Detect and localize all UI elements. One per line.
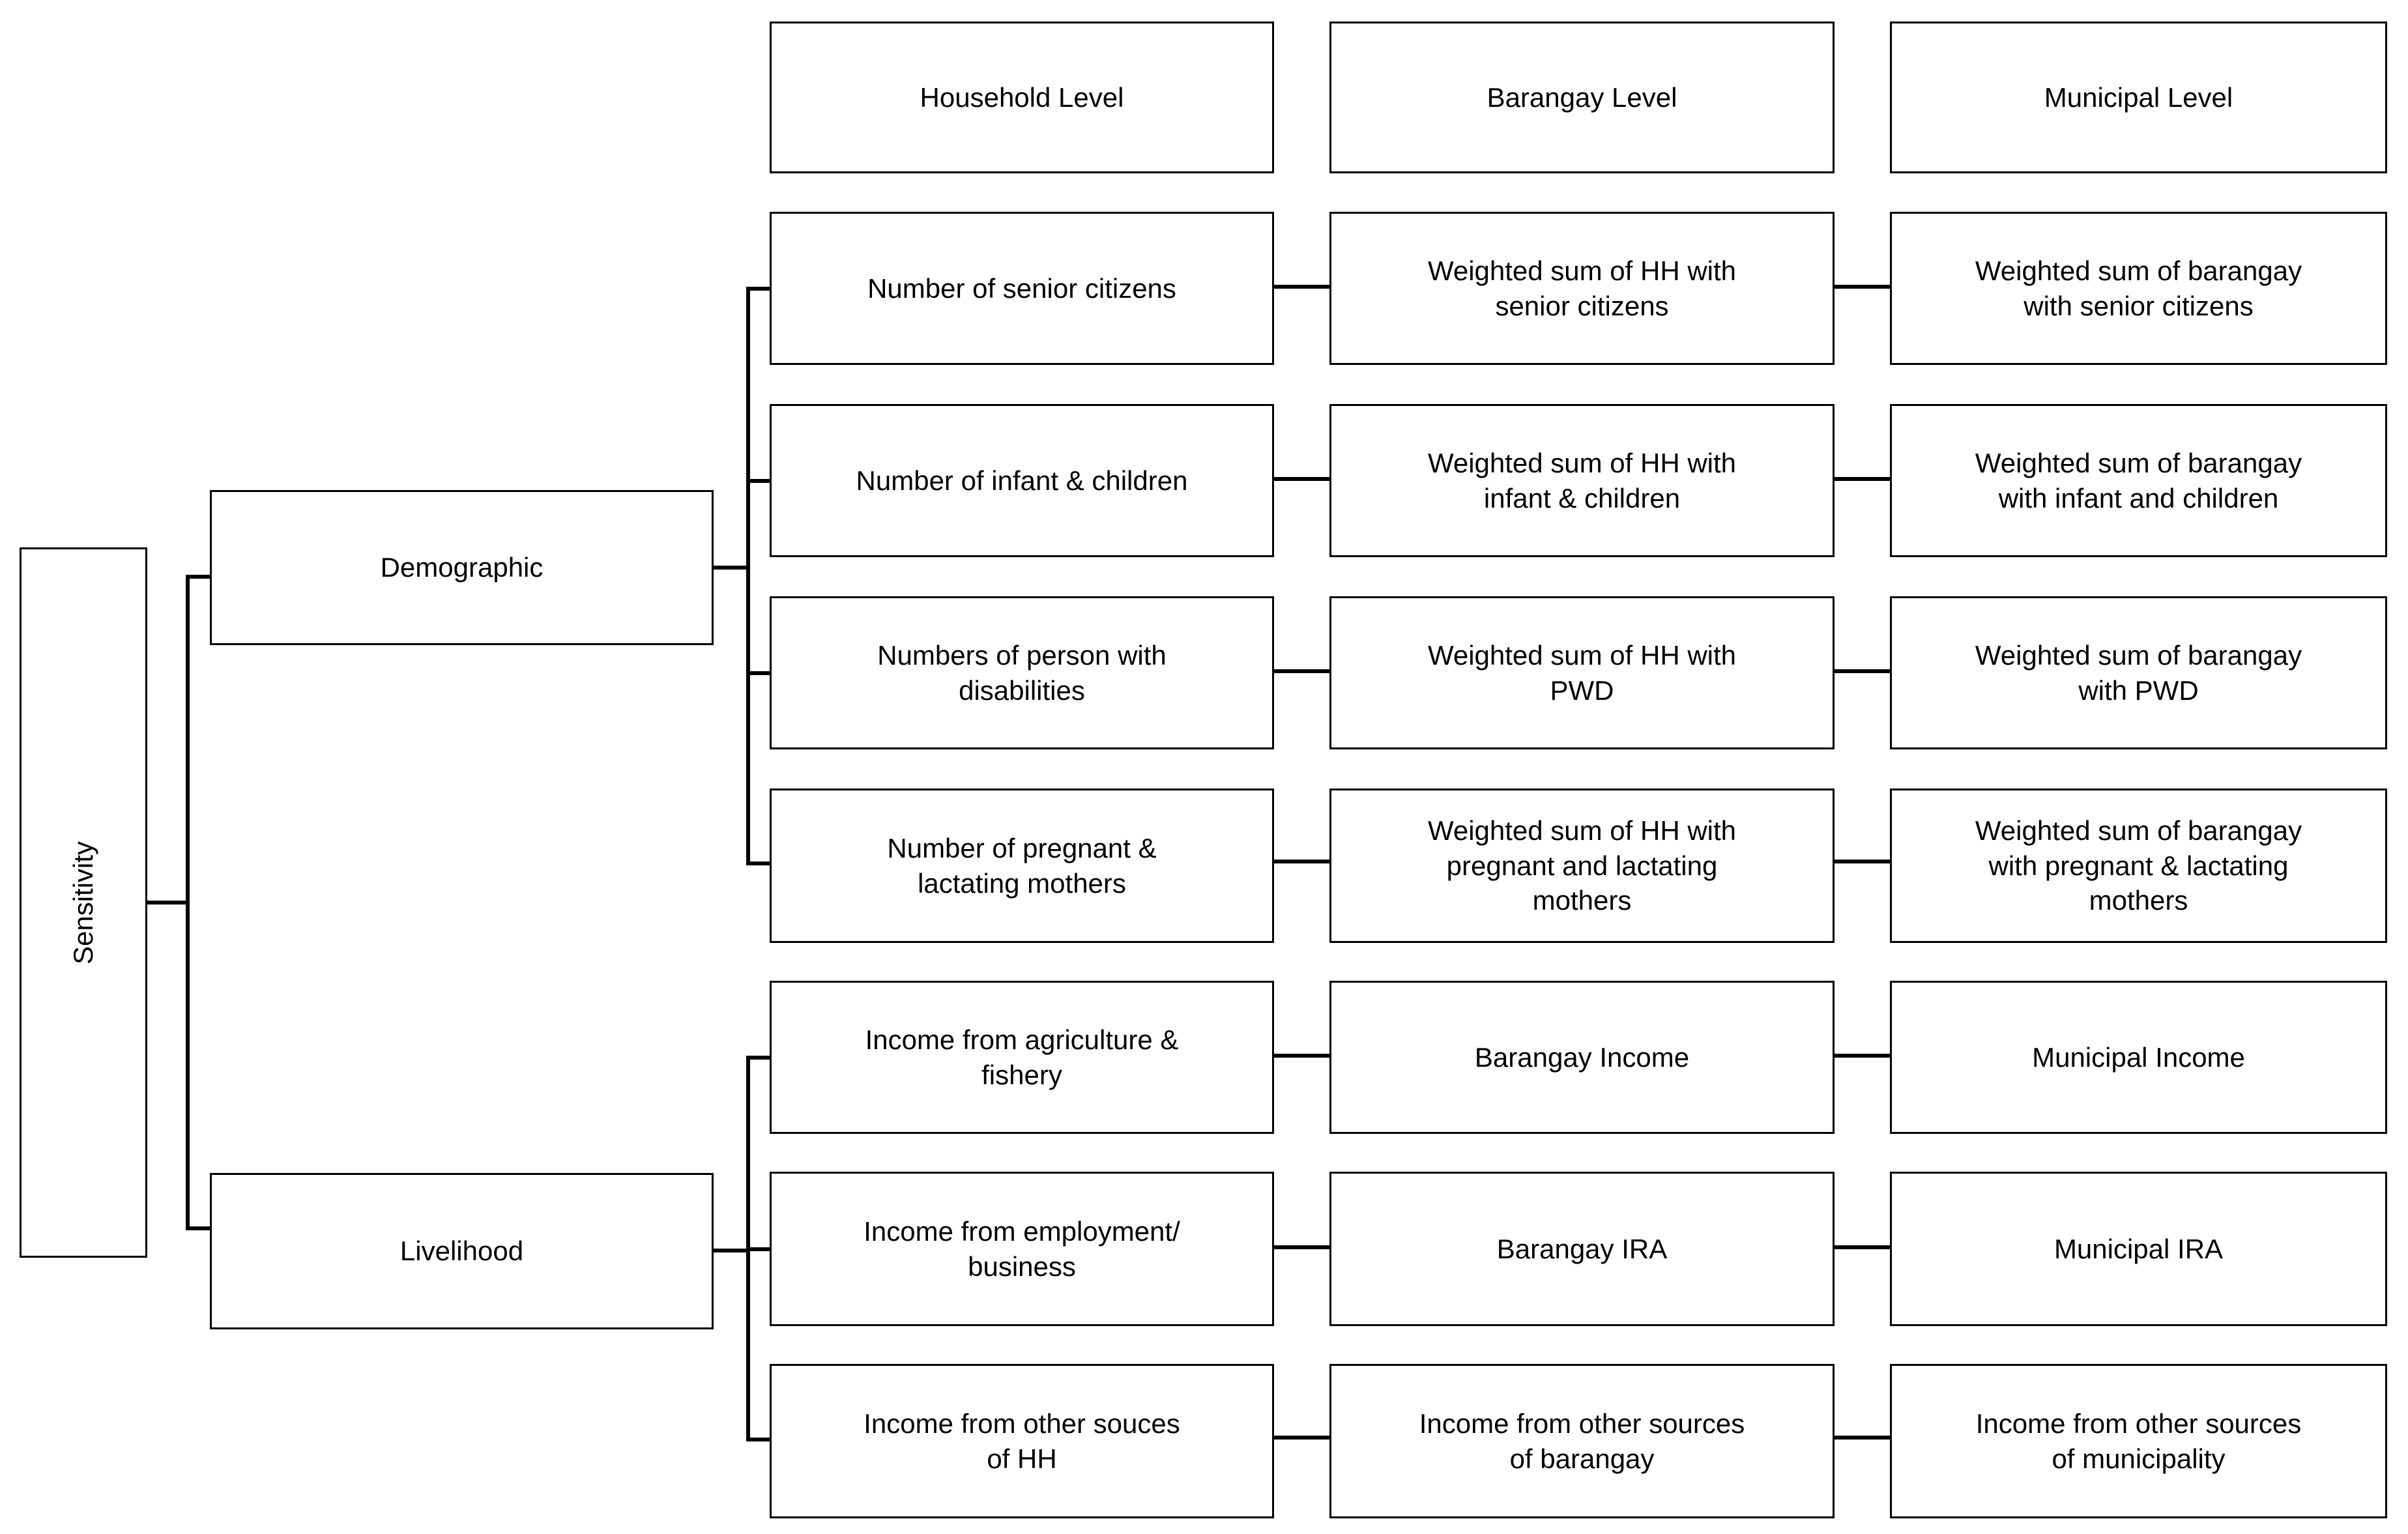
connector-row-4-b-to-m (1833, 860, 1891, 863)
cell-household-5: Income from agriculture & fishery (770, 981, 1274, 1134)
connector-demographic-branch-1 (746, 287, 772, 291)
cell-municipal-3: Weighted sum of barangay with PWD (1890, 596, 2387, 749)
cell-household-6: Income from employment/ business (770, 1172, 1274, 1326)
cell-household-4: Number of pregnant & lactating mothers (770, 789, 1274, 943)
connector-livelihood-branch-3 (746, 1438, 772, 1441)
cell-municipal-5: Municipal Income (1890, 981, 2387, 1134)
connector-root-to-demographic (186, 575, 212, 579)
column-header-barangay: Barangay Level (1329, 22, 1835, 173)
root-node-sensitivity: Sensitivity (20, 547, 147, 1258)
cell-household-3: Numbers of person with disabilities (770, 596, 1274, 749)
cell-barangay-1: Weighted sum of HH with senior citizens (1329, 212, 1835, 365)
connector-demographic-branch-3 (746, 671, 772, 675)
connector-row-5-h-to-b (1273, 1054, 1331, 1058)
cell-barangay-2: Weighted sum of HH with infant & childre… (1329, 404, 1835, 557)
category-node-demographic: Demographic (210, 490, 714, 645)
connector-row-5-b-to-m (1833, 1054, 1891, 1058)
connector-row-3-b-to-m (1833, 669, 1891, 673)
cell-municipal-1: Weighted sum of barangay with senior cit… (1890, 212, 2387, 365)
cell-municipal-6: Municipal IRA (1890, 1172, 2387, 1326)
cell-municipal-4: Weighted sum of barangay with pregnant &… (1890, 789, 2387, 943)
cell-barangay-4: Weighted sum of HH with pregnant and lac… (1329, 789, 1835, 943)
connector-demographic-branch-2 (746, 479, 772, 483)
cell-household-7: Income from other souces of HH (770, 1364, 1274, 1518)
cell-barangay-6: Barangay IRA (1329, 1172, 1835, 1326)
cell-household-1: Number of senior citizens (770, 212, 1274, 365)
connector-root-trunk (186, 575, 190, 1230)
connector-root-to-livelihood (186, 1226, 212, 1230)
connector-row-1-b-to-m (1833, 285, 1891, 289)
cell-household-2: Number of infant & children (770, 404, 1274, 557)
category-node-livelihood: Livelihood (210, 1173, 714, 1329)
cell-barangay-5: Barangay Income (1329, 981, 1835, 1134)
connector-row-7-h-to-b (1273, 1436, 1331, 1440)
column-header-municipal: Municipal Level (1890, 22, 2387, 173)
connector-livelihood-stub (712, 1249, 748, 1252)
connector-row-6-b-to-m (1833, 1245, 1891, 1249)
connector-row-4-h-to-b (1273, 860, 1331, 863)
cell-municipal-7: Income from other sources of municipalit… (1890, 1364, 2387, 1518)
cell-municipal-2: Weighted sum of barangay with infant and… (1890, 404, 2387, 557)
connector-demographic-stub (712, 566, 748, 570)
connector-livelihood-branch-1 (746, 1056, 772, 1060)
connector-demographic-trunk (746, 287, 750, 861)
connector-row-3-h-to-b (1273, 669, 1331, 673)
connector-row-2-h-to-b (1273, 477, 1331, 481)
connector-demographic-branch-4 (746, 861, 772, 865)
connector-row-7-b-to-m (1833, 1436, 1891, 1440)
connector-root-stub (145, 901, 188, 904)
connector-row-6-h-to-b (1273, 1245, 1331, 1249)
connector-livelihood-branch-2 (746, 1247, 772, 1251)
connector-row-1-h-to-b (1273, 285, 1331, 289)
column-header-household: Household Level (770, 22, 1274, 173)
cell-barangay-7: Income from other sources of barangay (1329, 1364, 1835, 1518)
connector-row-2-b-to-m (1833, 477, 1891, 481)
cell-barangay-3: Weighted sum of HH with PWD (1329, 596, 1835, 749)
